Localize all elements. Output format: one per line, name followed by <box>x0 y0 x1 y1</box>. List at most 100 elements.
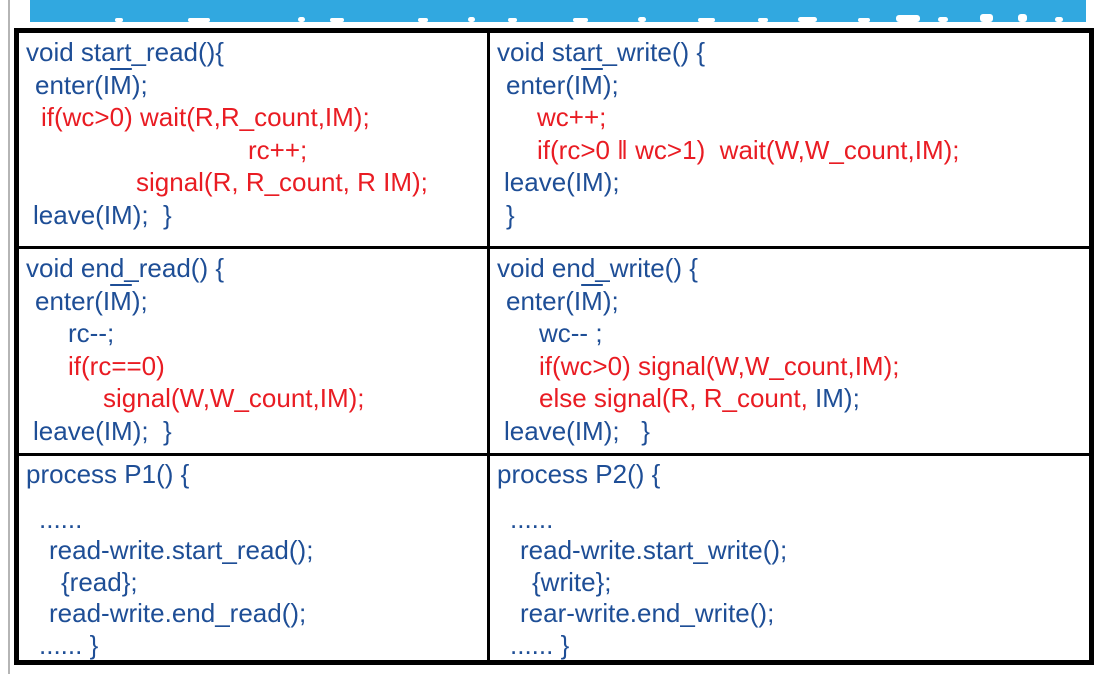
code-segment: signal(W,W_count,IM); <box>103 383 365 413</box>
code-segment: signal(R, R_count, R IM); <box>136 167 428 197</box>
banner-glyph-fragment <box>896 15 920 22</box>
banner-glyph-fragment <box>980 14 993 22</box>
code-line: else signal(R, R_count, IM); <box>494 382 1087 415</box>
code-segment: rc--; <box>68 318 115 348</box>
code-segment: else signal(R, R_count, <box>539 383 808 413</box>
code-segment: ); <box>131 69 148 100</box>
banner-glyph-fragment <box>115 18 123 22</box>
code-segment: wc++; <box>537 102 607 132</box>
code-line: read-write.start_write(); <box>494 535 1087 567</box>
code-line: } <box>494 199 1087 232</box>
code-cell-end-read: void end_read() {enter(IM);rc--;if(rc==0… <box>19 249 490 456</box>
code-segment: enter(I <box>35 69 111 100</box>
code-line: rc++; <box>23 134 485 167</box>
code-line: void end_write() { <box>494 252 1087 285</box>
banner-glyph-fragment <box>298 17 305 22</box>
code-segment: ); <box>602 285 619 316</box>
code-segment: M <box>110 285 132 316</box>
code-segment: if(wc>0) signal(W,W_count,IM); <box>539 350 900 381</box>
code-line: if(rc>0 ‖ wc>1) wait(W,W_count,IM); <box>494 134 1087 167</box>
code-line: enter(IM); <box>494 69 1087 102</box>
code-line: leave(IM); } <box>23 199 485 232</box>
code-segment: {read}; <box>61 566 138 597</box>
code-segment: leave(IM); } <box>33 415 172 446</box>
code-line: ...... <box>494 504 1087 536</box>
code-line: leave(IM); } <box>494 415 1087 448</box>
code-line: enter(IM); <box>23 285 485 318</box>
code-cell-process-p2: process P2() {......read-write.start_wri… <box>490 456 1089 660</box>
code-segment: enter(I <box>506 69 582 100</box>
banner-glyph-fragment <box>938 17 948 22</box>
code-segment: if(wc>0) wait(R,R_count,IM); <box>41 102 370 132</box>
code-segment: enter(I <box>506 285 582 316</box>
code-segment: ...... <box>510 503 554 534</box>
code-line: leave(IM); } <box>23 415 485 448</box>
code-segment: enter(I <box>35 285 111 316</box>
code-line: void start_write() { <box>494 36 1087 69</box>
code-segment: wc-- ; <box>539 318 603 348</box>
banner-glyph-fragment <box>638 17 646 22</box>
code-line: ...... <box>23 504 485 536</box>
banner-glyph-fragment <box>330 18 344 22</box>
code-segment: leave(IM); <box>504 167 620 197</box>
code-line: process P1() { <box>23 459 485 491</box>
banner-glyph-fragment <box>573 18 588 22</box>
code-line: wc-- ; <box>494 317 1087 350</box>
code-segment: read-write.end_read(); <box>49 598 307 628</box>
code-segment: M <box>581 69 603 100</box>
code-segment: rear-write.end_write(); <box>520 598 775 628</box>
code-line: {write}; <box>494 567 1087 599</box>
code-cell-start-write: void start_write() {enter(IM);wc++;if(rc… <box>490 33 1089 249</box>
code-line: wc++; <box>494 101 1087 134</box>
banner-glyph-fragment <box>798 17 817 22</box>
code-line: read-write.start_read(); <box>23 535 485 567</box>
code-line: if(rc==0) <box>23 350 485 383</box>
code-line: signal(W,W_count,IM); <box>23 382 485 415</box>
code-segment: if(rc>0 ‖ wc>1) wait(W,W_count,IM); <box>537 134 960 165</box>
code-line: ...... } <box>494 630 1087 661</box>
code-segment: rc++; <box>248 134 308 165</box>
code-segment: process P2() { <box>497 459 661 489</box>
code-segment: void start_write() { <box>497 37 706 67</box>
code-segment: {write}; <box>532 566 612 597</box>
code-segment: } <box>506 199 515 230</box>
banner-glyph-fragment <box>858 18 870 22</box>
banner-glyph-fragment <box>698 18 715 22</box>
banner-glyph-fragment <box>1055 17 1063 22</box>
code-line: process P2() { <box>494 459 1087 491</box>
code-segment: void end_read() { <box>26 253 225 283</box>
banner-glyph-fragment <box>758 18 768 22</box>
code-segment: ...... } <box>510 629 570 660</box>
code-line: enter(IM); <box>23 69 485 102</box>
code-line: rc--; <box>23 317 485 350</box>
code-segment: M <box>581 285 603 316</box>
code-line: void end_read() { <box>23 252 485 285</box>
code-segment: M <box>110 69 132 100</box>
banner-glyph-fragment <box>468 17 475 22</box>
code-segment: ...... } <box>39 629 99 660</box>
banner-glyph-fragment <box>508 18 517 22</box>
code-cell-start-read: void start_read(){enter(IM);if(wc>0) wai… <box>19 33 490 249</box>
code-cell-end-write: void end_write() {enter(IM);wc-- ;if(wc>… <box>490 249 1089 456</box>
code-segment: read-write.start_read(); <box>49 535 314 565</box>
code-segment: leave(IM); } <box>33 199 172 230</box>
code-line: rear-write.end_write(); <box>494 598 1087 630</box>
code-segment: void start_read(){ <box>26 37 224 67</box>
title-banner <box>30 0 1086 22</box>
code-line: signal(R, R_count, R IM); <box>23 166 485 199</box>
banner-glyph-fragment <box>188 18 210 22</box>
code-segment: ); <box>602 69 619 100</box>
slide-edge-line <box>8 0 10 674</box>
code-line: {read}; <box>23 567 485 599</box>
code-line: leave(IM); <box>494 166 1087 199</box>
banner-glyph-fragment <box>1018 14 1027 22</box>
code-segment: IM); <box>807 383 860 413</box>
code-line: ...... } <box>23 630 485 661</box>
code-line: if(wc>0) wait(R,R_count,IM); <box>23 101 485 134</box>
code-segment: void end_write() { <box>497 253 698 283</box>
code-cell-process-p1: process P1() {......read-write.start_rea… <box>19 456 490 660</box>
code-table: void start_read(){enter(IM);if(wc>0) wai… <box>14 28 1094 665</box>
code-segment: ); <box>131 285 148 316</box>
code-line: read-write.end_read(); <box>23 598 485 630</box>
code-line: if(wc>0) signal(W,W_count,IM); <box>494 350 1087 383</box>
